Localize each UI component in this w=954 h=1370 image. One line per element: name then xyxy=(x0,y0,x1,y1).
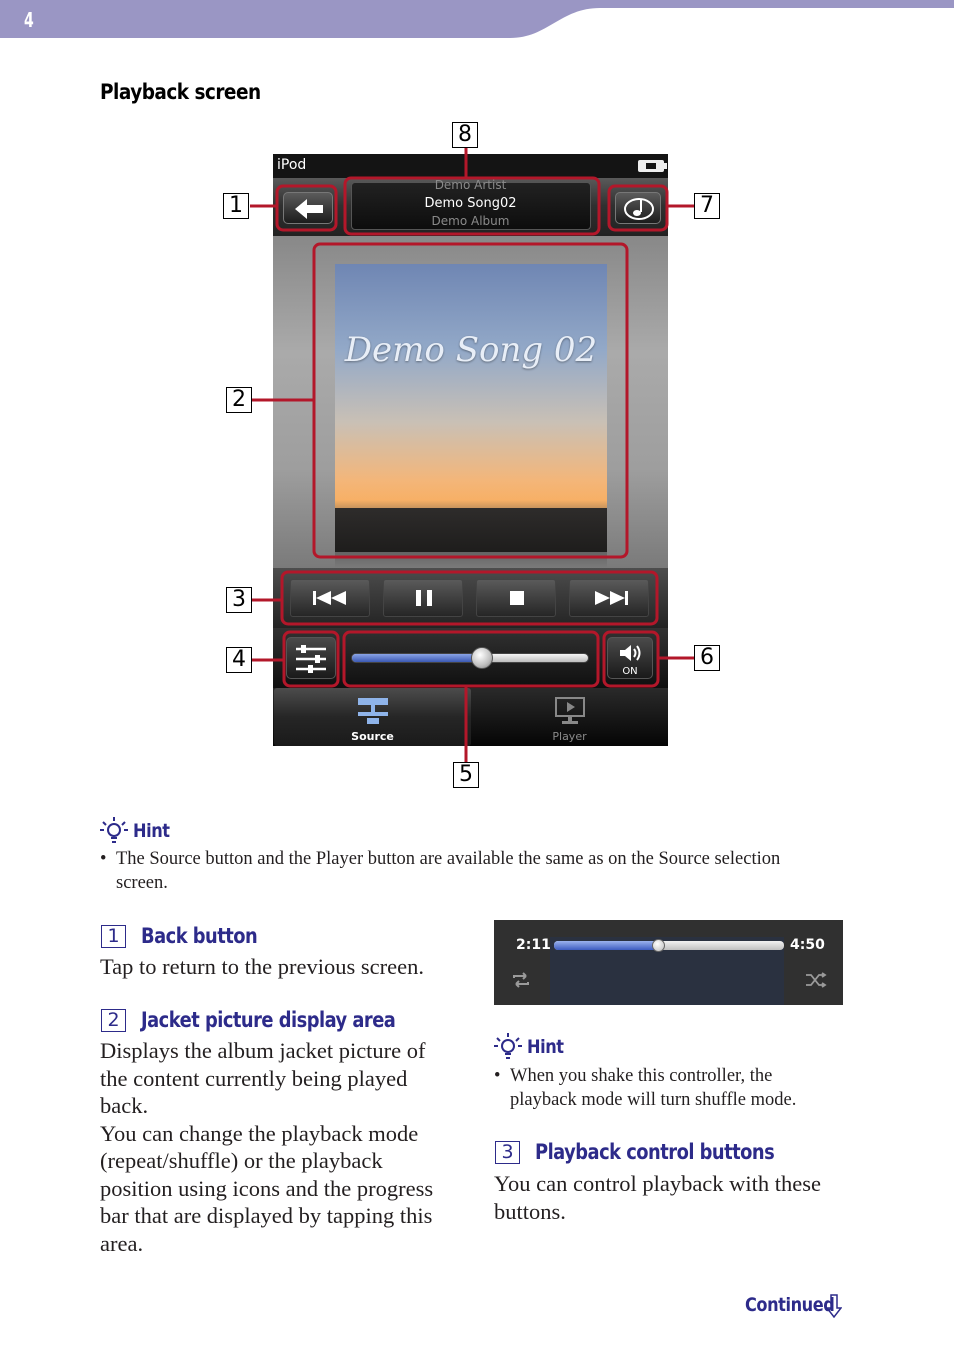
pause-icon xyxy=(416,590,432,606)
item-2-title: Jacket picture display area xyxy=(141,1008,396,1032)
callout-4: 4 xyxy=(226,647,252,673)
callout-7: 7 xyxy=(694,193,720,219)
hint-list: The Source button and the Player button … xyxy=(100,847,790,895)
previous-button[interactable] xyxy=(290,579,370,617)
item-1-body: Tap to return to the previous screen. xyxy=(100,954,424,979)
sound-settings-button[interactable] xyxy=(286,637,336,679)
speaker-button[interactable]: ON xyxy=(607,637,653,679)
item-2-line: the content currently being played xyxy=(100,1065,408,1091)
item-2-line: back. xyxy=(100,1093,149,1118)
stop-button[interactable] xyxy=(476,579,556,617)
tab-source-label: Source xyxy=(351,730,394,743)
item-2-line: Displays the album jacket picture of xyxy=(100,1038,426,1063)
item-3-line: buttons. xyxy=(494,1198,566,1224)
volume-fill xyxy=(352,654,482,662)
progress-fill xyxy=(554,941,658,950)
item-1-number: 1 xyxy=(101,924,126,948)
elapsed-time: 2:11 xyxy=(516,937,551,953)
item-1-heading: 1 Back button xyxy=(101,924,278,948)
hint-item: When you shake this controller, the play… xyxy=(494,1064,839,1112)
equalizer-icon xyxy=(296,645,326,673)
item-2-line: You can change the playback mode xyxy=(100,1120,419,1146)
item-3-number: 3 xyxy=(495,1140,520,1164)
progress-knob[interactable] xyxy=(651,939,665,952)
continued-label: Continued xyxy=(745,1294,835,1316)
now-playing-artist: Demo Artist xyxy=(434,178,507,192)
volume-slider[interactable] xyxy=(351,653,589,663)
item-3-line: You can control playback with these xyxy=(494,1171,822,1196)
now-playing-song: Demo Song02 xyxy=(424,196,517,211)
callout-overlay xyxy=(250,148,694,762)
item-2-line: position using icons and the progress xyxy=(100,1175,434,1201)
repeat-icon[interactable] xyxy=(510,972,532,988)
item-3-body: You can control playback with these butt… xyxy=(494,1170,854,1225)
total-time: 4:50 xyxy=(790,937,825,953)
item-3-title: Playback control buttons xyxy=(535,1140,775,1164)
header-band xyxy=(0,0,954,38)
next-button[interactable] xyxy=(569,579,649,617)
section-title: Playback screen xyxy=(100,80,261,104)
player-icon xyxy=(555,697,585,724)
speaker-on-label: ON xyxy=(622,666,638,677)
hint-bulb-icon xyxy=(494,1033,522,1059)
stop-icon xyxy=(510,591,524,605)
page-number: 4 xyxy=(24,8,34,32)
item-2-line: (repeat/shuffle) or the playback xyxy=(100,1148,383,1173)
jacket-picture[interactable]: Demo Song 02 xyxy=(335,264,607,552)
back-button[interactable] xyxy=(283,192,333,224)
status-carrier: iPod xyxy=(277,157,307,173)
back-arrow-icon xyxy=(295,199,323,219)
speaker-icon xyxy=(620,645,641,661)
hint-item: The Source button and the Player button … xyxy=(100,847,790,895)
tab-player[interactable]: Player xyxy=(471,688,668,746)
tab-player-label: Player xyxy=(552,730,587,743)
progress-screenshot: 2:11 4:50 xyxy=(494,920,843,1005)
progress-bar[interactable] xyxy=(554,941,784,950)
callout-1: 1 xyxy=(223,193,249,219)
pause-button[interactable] xyxy=(383,579,463,617)
jacket-horizon xyxy=(335,508,607,552)
tab-source[interactable]: Source xyxy=(274,688,471,746)
previous-icon xyxy=(313,591,346,605)
callout-2: 2 xyxy=(226,387,252,413)
hint-title: Hint xyxy=(527,1036,564,1058)
battery-icon xyxy=(638,160,667,172)
hint-bulb-icon xyxy=(100,817,128,843)
jacket-title: Demo Song 02 xyxy=(344,330,598,370)
item-2-heading: 2 Jacket picture display area xyxy=(101,1008,440,1032)
callout-6: 6 xyxy=(694,645,720,671)
item-1-title: Back button xyxy=(141,924,258,948)
hint-list: When you shake this controller, the play… xyxy=(494,1064,839,1112)
item-2-line: area. xyxy=(100,1230,144,1256)
item-3-heading: 3 Playback control buttons xyxy=(495,1140,816,1164)
callout-5: 5 xyxy=(453,762,479,788)
now-playing-info[interactable] xyxy=(351,182,591,230)
now-playing-album: Demo Album xyxy=(431,214,510,228)
source-icon xyxy=(358,698,388,724)
item-2-body: Displays the album jacket picture of the… xyxy=(100,1037,480,1257)
next-icon xyxy=(595,591,628,605)
status-bar xyxy=(273,154,668,178)
down-arrow-icon xyxy=(826,1294,842,1318)
callout-3: 3 xyxy=(226,587,252,613)
hint-title: Hint xyxy=(133,820,170,842)
shuffle-icon[interactable] xyxy=(805,972,827,988)
mode-button[interactable] xyxy=(615,192,661,224)
item-2-line: bar that are displayed by tapping this xyxy=(100,1203,433,1228)
volume-knob[interactable] xyxy=(470,647,493,669)
item-2-number: 2 xyxy=(101,1008,126,1032)
music-note-icon xyxy=(624,198,654,220)
callout-8: 8 xyxy=(452,122,478,148)
